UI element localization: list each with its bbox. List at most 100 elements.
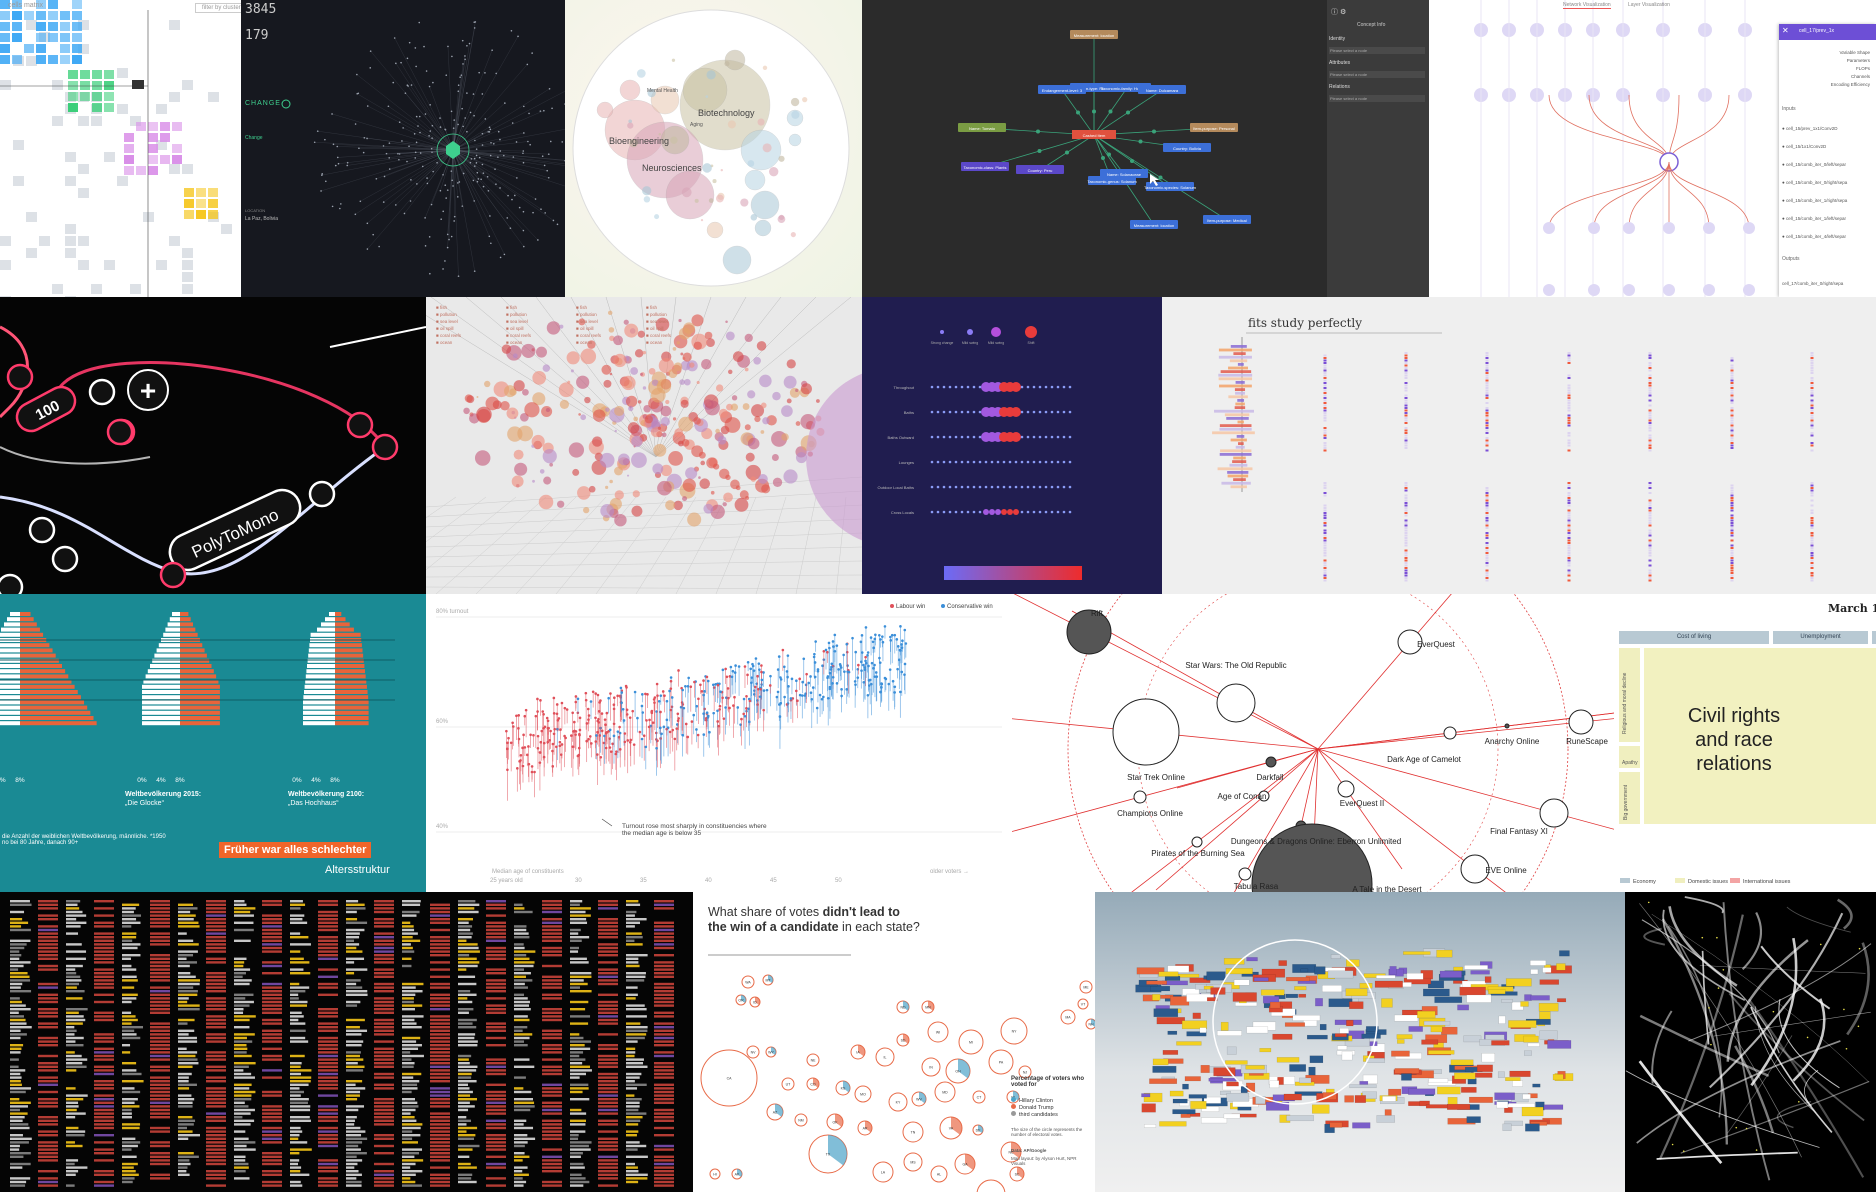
network-node <box>457 84 460 86</box>
stripe <box>486 1026 506 1029</box>
strip-dot <box>1026 410 1030 414</box>
section-relations[interactable]: Relations <box>1329 84 1350 90</box>
study-dot <box>1567 524 1571 527</box>
stripe <box>234 1044 247 1047</box>
scatter-dot <box>725 320 728 323</box>
legend-item: Economy <box>1620 878 1656 885</box>
stripe <box>10 1134 23 1137</box>
state-label: OR <box>738 999 744 1003</box>
stripe <box>234 964 244 968</box>
stripe <box>374 1137 394 1140</box>
stripe <box>430 1051 450 1054</box>
stripe <box>318 1054 338 1058</box>
histogram-bar <box>1230 438 1247 442</box>
strip-dot <box>960 385 964 389</box>
stripe <box>10 1105 28 1108</box>
bar-female <box>317 627 335 632</box>
state-label: ID <box>753 1001 757 1005</box>
study-dot <box>1648 514 1652 517</box>
stripe <box>234 1101 245 1104</box>
stripe <box>262 1058 282 1061</box>
study-dot <box>1404 417 1408 419</box>
stripe <box>514 954 527 957</box>
stripe <box>486 1162 506 1166</box>
bar-3d <box>1512 1080 1523 1087</box>
stripe <box>122 1116 132 1119</box>
stripe <box>206 918 226 921</box>
output-item[interactable]: cell_17/comb_iter_0/right/sepa <box>1782 281 1844 286</box>
network-node <box>522 210 525 213</box>
network-node <box>392 81 395 84</box>
stripe <box>346 928 365 932</box>
stripe <box>402 1004 423 1007</box>
state-label: DE <box>976 1129 982 1133</box>
turnout-head <box>742 697 746 701</box>
stripe <box>10 1177 31 1180</box>
stripe <box>374 1018 394 1022</box>
section-identity[interactable]: Identity <box>1329 36 1346 42</box>
layer-input-item[interactable]: ● cell_15/prev_1x1/Conv2D <box>1782 126 1838 131</box>
stripe <box>94 1148 114 1151</box>
layer-input-item[interactable]: ● cell_15/comb_iter_4/left/separ <box>1782 234 1847 239</box>
stripe <box>122 1126 140 1130</box>
stripe <box>654 1126 674 1130</box>
scatter-dot <box>766 415 777 426</box>
strip-dot <box>948 435 952 439</box>
stripe <box>570 1162 584 1166</box>
scatter-dot <box>699 478 711 489</box>
network-node <box>325 180 327 183</box>
stripe <box>262 1116 282 1119</box>
info-icon[interactable]: ⓘ ⚙ <box>1331 9 1347 16</box>
x-right: older voters → <box>930 869 969 875</box>
scatter-dot <box>558 382 574 398</box>
stripe <box>458 1033 476 1036</box>
turnout-head <box>826 675 830 678</box>
layer-input-item[interactable]: ● cell_15/comb_iter_1/right/sepa <box>1782 198 1848 203</box>
stripe <box>430 961 450 964</box>
close-icon[interactable]: ✕ <box>1782 26 1789 35</box>
bar-male <box>335 658 364 663</box>
game-circle <box>1539 798 1569 828</box>
turnout-head <box>656 694 659 697</box>
network-edge <box>452 149 509 196</box>
study-dot <box>1485 442 1489 444</box>
scatter-dot <box>731 395 738 401</box>
layer-input-item[interactable]: ● cell_15/1x1/Conv2D <box>1782 144 1827 149</box>
stripe <box>598 903 618 906</box>
layer-input-item[interactable]: ● cell_15/comb_iter_0/left/separ <box>1782 162 1847 167</box>
scatter-dot <box>800 383 812 395</box>
turnout-head <box>609 692 612 695</box>
study-dot <box>1730 517 1734 519</box>
turnout-head <box>831 640 835 643</box>
study-dot <box>1648 429 1652 432</box>
layer-input-item[interactable]: ● cell_15/comb_iter_0/right/sepa <box>1782 180 1848 185</box>
turnout-head <box>866 653 869 657</box>
tab-network-visualization[interactable]: Network Visualization <box>1563 2 1611 9</box>
stripe <box>318 921 338 924</box>
stripe <box>318 1058 338 1061</box>
bar-male <box>335 669 366 674</box>
stripe <box>206 990 226 993</box>
strip-dot <box>1068 435 1072 439</box>
layer-input-item[interactable]: ● cell_15/comb_iter_1/left/separ <box>1782 216 1847 221</box>
bar-female <box>303 705 335 710</box>
game-circle <box>1460 854 1490 884</box>
section-attributes[interactable]: Attributes <box>1329 60 1351 66</box>
stripe <box>570 1166 585 1169</box>
stripe <box>178 950 198 953</box>
stripe <box>570 932 579 935</box>
scatter-dot <box>693 417 701 425</box>
network-node <box>551 107 553 110</box>
turnout-head <box>517 714 521 717</box>
turnout-head <box>809 691 813 695</box>
stripe <box>122 907 136 910</box>
stripe <box>654 1134 674 1137</box>
stripe <box>374 1177 394 1180</box>
stripe <box>570 1044 585 1047</box>
stripe <box>206 936 226 939</box>
tab-layer-visualization[interactable]: Layer Visualization <box>1628 2 1670 8</box>
cluster-filter-select[interactable]: filter by cluster <box>195 3 241 13</box>
bubble-small <box>762 65 768 71</box>
change-toggle[interactable]: CHANGE <box>245 100 281 107</box>
